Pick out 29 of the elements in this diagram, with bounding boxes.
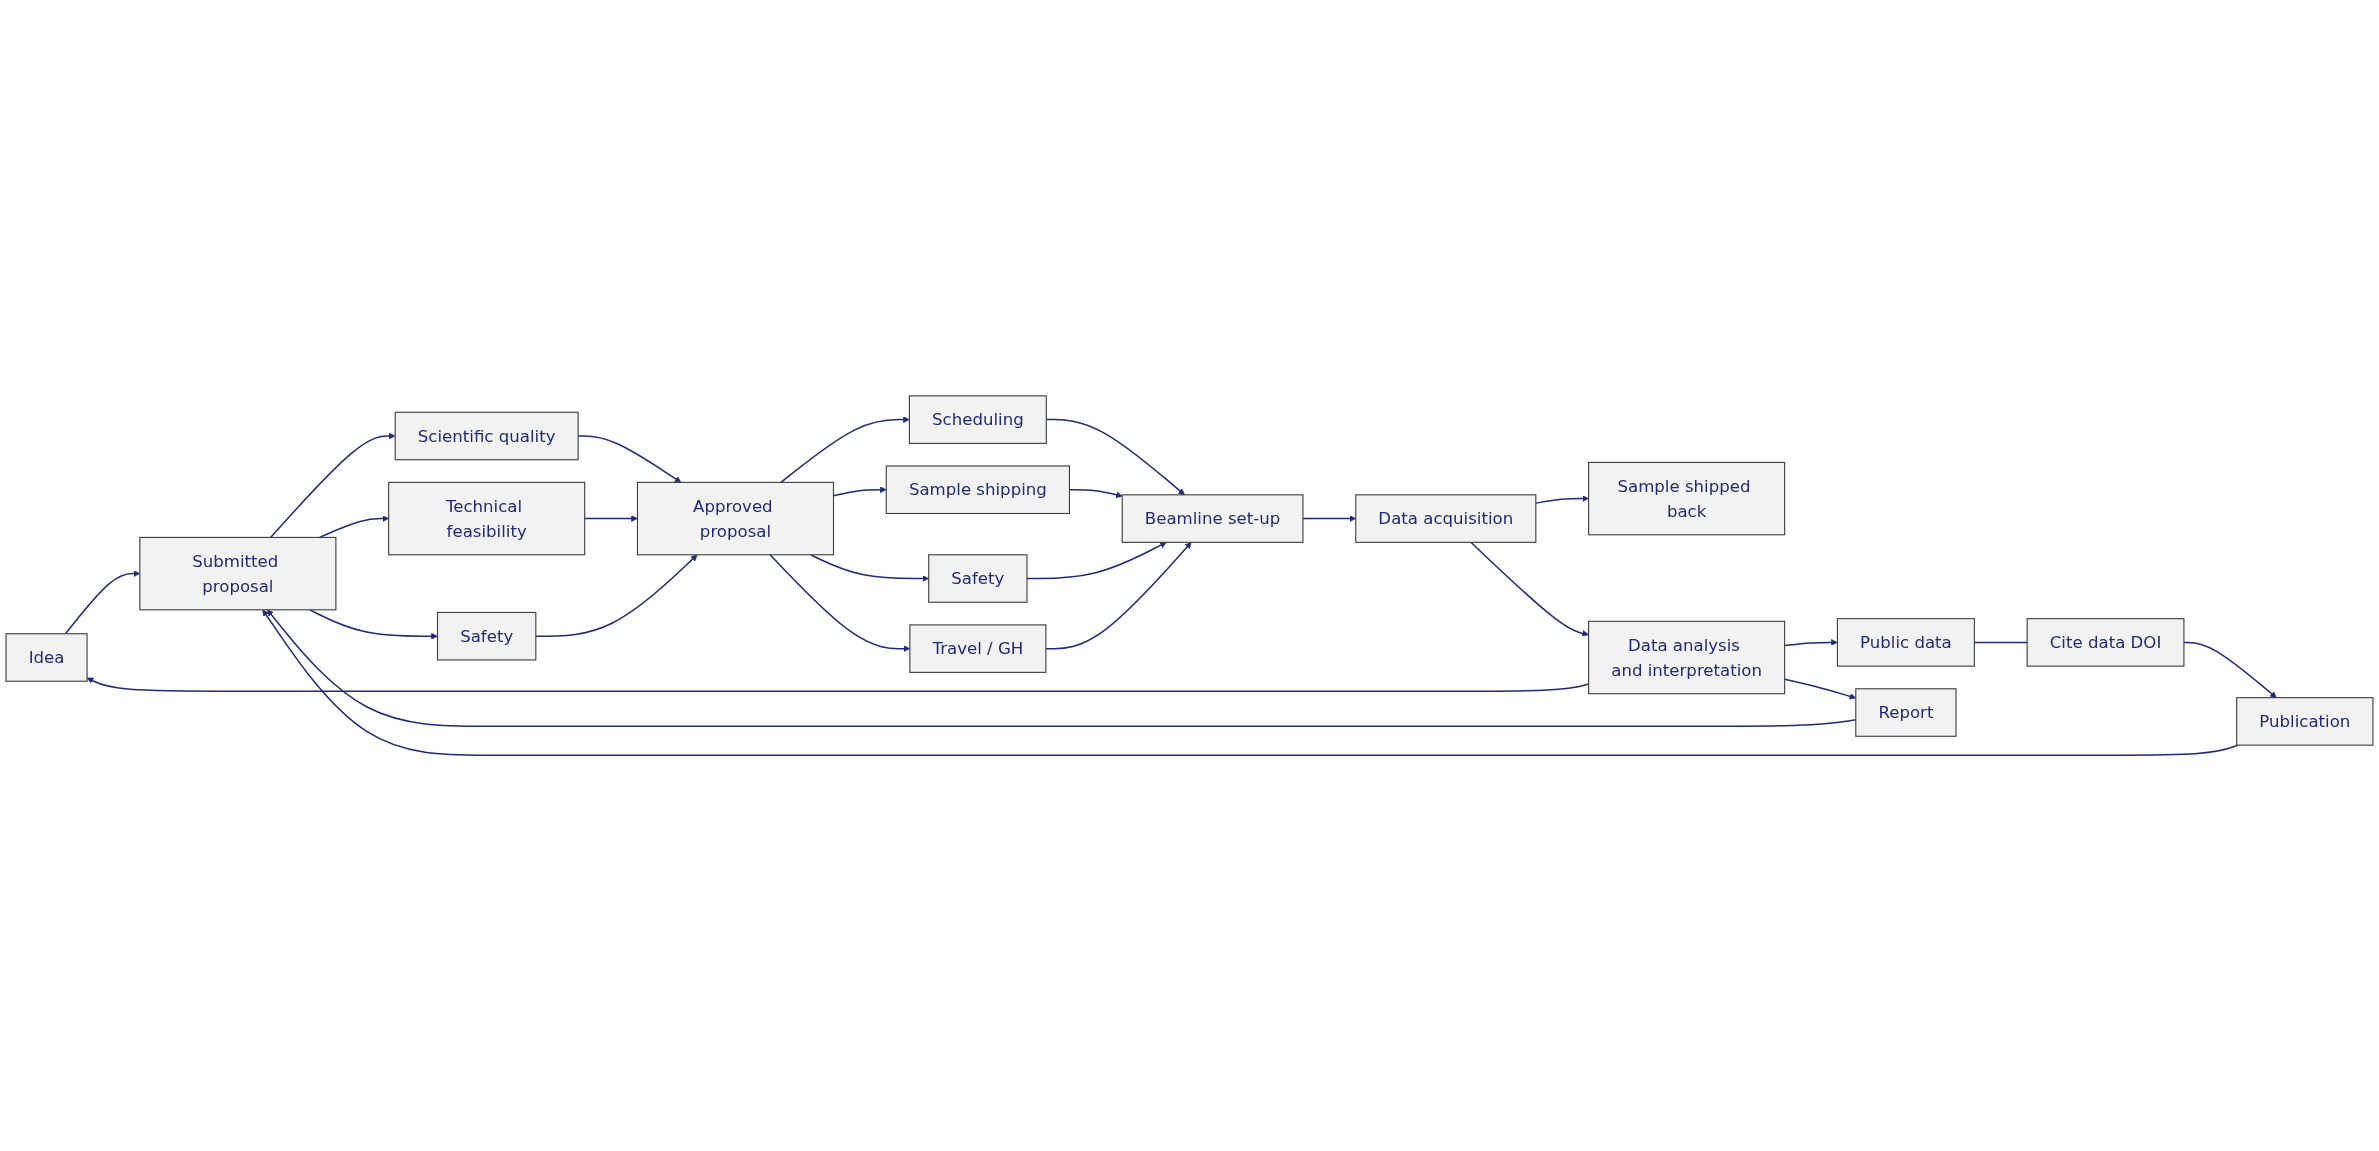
node-box: Public data bbox=[1836, 618, 1975, 667]
arrow bbox=[1470, 541, 1589, 637]
node-box: Travel / GH bbox=[909, 624, 1047, 673]
arrow bbox=[309, 609, 438, 640]
arrow bbox=[318, 515, 389, 539]
node-box: Publication bbox=[2236, 697, 2374, 746]
node-box: Sample shipping bbox=[885, 465, 1070, 515]
arrow bbox=[1535, 495, 1589, 504]
node-box: Submitted proposal bbox=[139, 536, 337, 611]
node-box: Safety bbox=[436, 611, 537, 661]
node-box: Technical feasibility bbox=[388, 481, 586, 556]
arrow bbox=[1045, 542, 1192, 650]
arrow bbox=[809, 554, 929, 582]
node-box: Cite data DOI bbox=[2026, 618, 2185, 667]
node-box: Sample shipped back bbox=[1588, 461, 1786, 536]
node-box: Scheduling bbox=[908, 395, 1047, 444]
node-box: Report bbox=[1855, 688, 1957, 737]
arrow bbox=[2183, 641, 2277, 698]
node-box: Scientific quality bbox=[394, 411, 579, 461]
arrow bbox=[262, 609, 2240, 756]
node-box: Safety bbox=[928, 554, 1028, 603]
node-box: Data acquisition bbox=[1355, 494, 1537, 543]
arrow bbox=[269, 432, 396, 539]
node-box: Idea bbox=[5, 633, 88, 682]
node-box: Approved proposal bbox=[636, 481, 835, 556]
arrow bbox=[780, 416, 910, 484]
node-box: Beamline set-up bbox=[1121, 494, 1304, 543]
arrow bbox=[535, 554, 698, 637]
node-box: Data analysis and interpretation bbox=[1588, 620, 1786, 695]
